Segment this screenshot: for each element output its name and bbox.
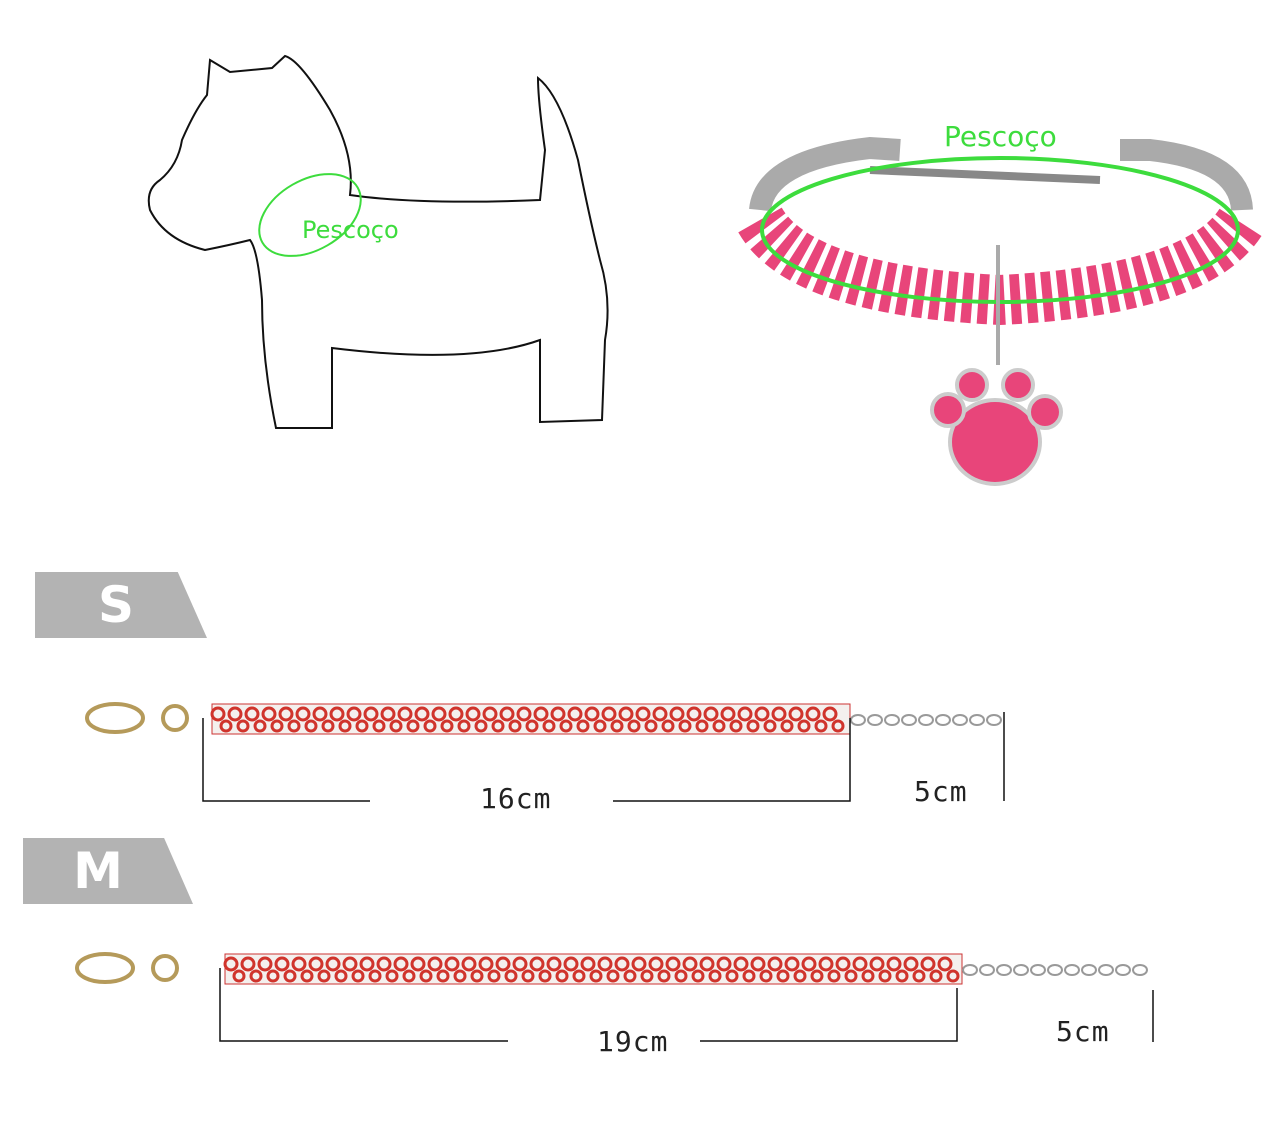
size-m-collar (75, 952, 1148, 985)
chain-link (901, 714, 917, 726)
dog-outline (147, 54, 609, 429)
lobster-clasp-icon (85, 702, 145, 734)
collar-photo (738, 136, 1264, 486)
size-s-badge: S (35, 572, 207, 638)
chain-link (884, 714, 900, 726)
chain-link (1013, 964, 1029, 976)
size-s-collar-length: 16cm (480, 782, 552, 815)
dog-neck-label: Pescoço (302, 216, 399, 244)
chain-link (962, 964, 978, 976)
chain-link (996, 964, 1012, 976)
chain-link (969, 714, 985, 726)
chain-link (1115, 964, 1131, 976)
collar-neck-label: Pescoço (944, 120, 1057, 153)
chain-link (1047, 964, 1063, 976)
size-m-collar-length: 19cm (597, 1025, 669, 1058)
chain-link (952, 714, 968, 726)
chain-link (867, 714, 883, 726)
paw-charm-icon (930, 368, 1063, 486)
chain-link (986, 714, 1002, 726)
size-m-chain-length: 5cm (1056, 1015, 1110, 1048)
size-m-badge: M (23, 838, 193, 904)
lobster-clasp-icon (75, 952, 135, 984)
dog-neck-marker (258, 173, 362, 257)
chain-link (918, 714, 934, 726)
size-s-chain-length: 5cm (914, 775, 968, 808)
size-s-collar (85, 702, 1002, 735)
chain-link (1098, 964, 1114, 976)
chain-link (1064, 964, 1080, 976)
chain-link (979, 964, 995, 976)
chain-link (1132, 964, 1148, 976)
chain-link (850, 714, 866, 726)
chain-link (1081, 964, 1097, 976)
chain-link (935, 714, 951, 726)
chain-link (1030, 964, 1046, 976)
ring-icon (161, 704, 189, 732)
size-s-measure-lines (202, 712, 1154, 1042)
ring-icon (151, 954, 179, 982)
